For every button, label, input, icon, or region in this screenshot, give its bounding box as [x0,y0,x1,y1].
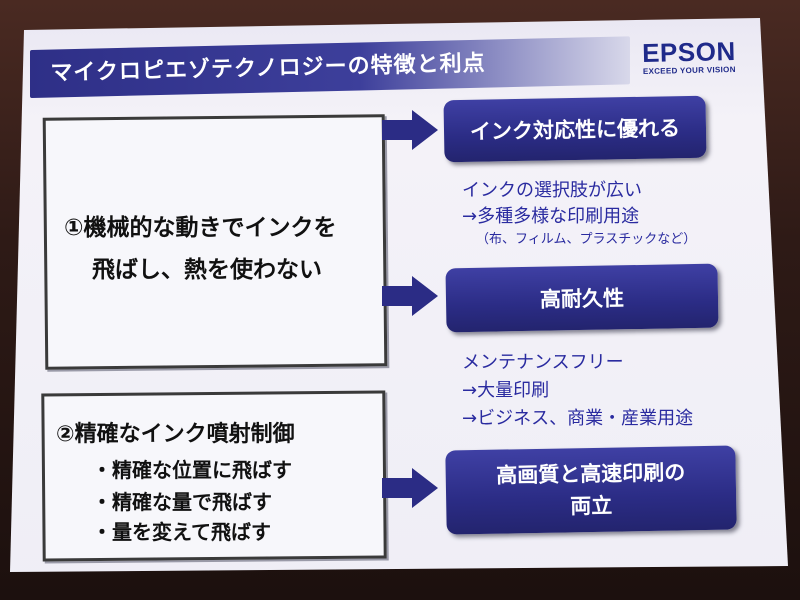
feature-2-bullet-1: ・精確な位置に飛ばす [92,458,292,482]
benefit-1-label: インク対応性に優れる [469,116,681,144]
logo-wordmark: EPSON [641,35,736,69]
benefit-3-label-line-1: 高画質と高速印刷の [496,460,686,488]
benefit-2-detail-2: →大量印刷 [462,380,550,401]
benefit-box-quality-speed: 高画質と高速印刷の 両立 [445,445,737,535]
benefit-1-detail-2: →多種多様な印刷用途 [462,206,640,227]
benefit-box-durability: 高耐久性 [445,263,719,333]
feature-2-heading: ②精確なインク噴射制御 [56,422,295,447]
benefit-3-label-line-2: 両立 [570,493,613,519]
right-arrow-icon [382,468,438,508]
benefit-box-ink-compatibility: インク対応性に優れる [443,95,707,163]
epson-logo: EPSON EXCEED YOUR VISION [634,35,745,76]
benefit-2-label: 高耐久性 [539,286,625,312]
right-arrow-icon [382,110,438,150]
benefit-2-detail-1: メンテナンスフリー [462,352,624,373]
feature-2-bullet-2: ・精確な量で飛ばす [92,490,272,514]
feature-2-bullet-3: ・量を変えて飛ばす [92,520,271,544]
benefit-1-detail-1: インクの選択肢が広い [462,180,642,201]
feature-box-1 [42,114,388,370]
feature-1-line-1: ①機械的な動きでインクを [64,215,337,241]
right-arrow-icon [382,276,438,316]
benefit-2-detail-3: →ビジネス、商業・産業用途 [462,408,694,429]
benefit-1-detail-3: （布、フィルム、プラスチックなど） [476,232,697,247]
feature-1-line-2: 飛ばし、熱を使わない [92,257,322,283]
